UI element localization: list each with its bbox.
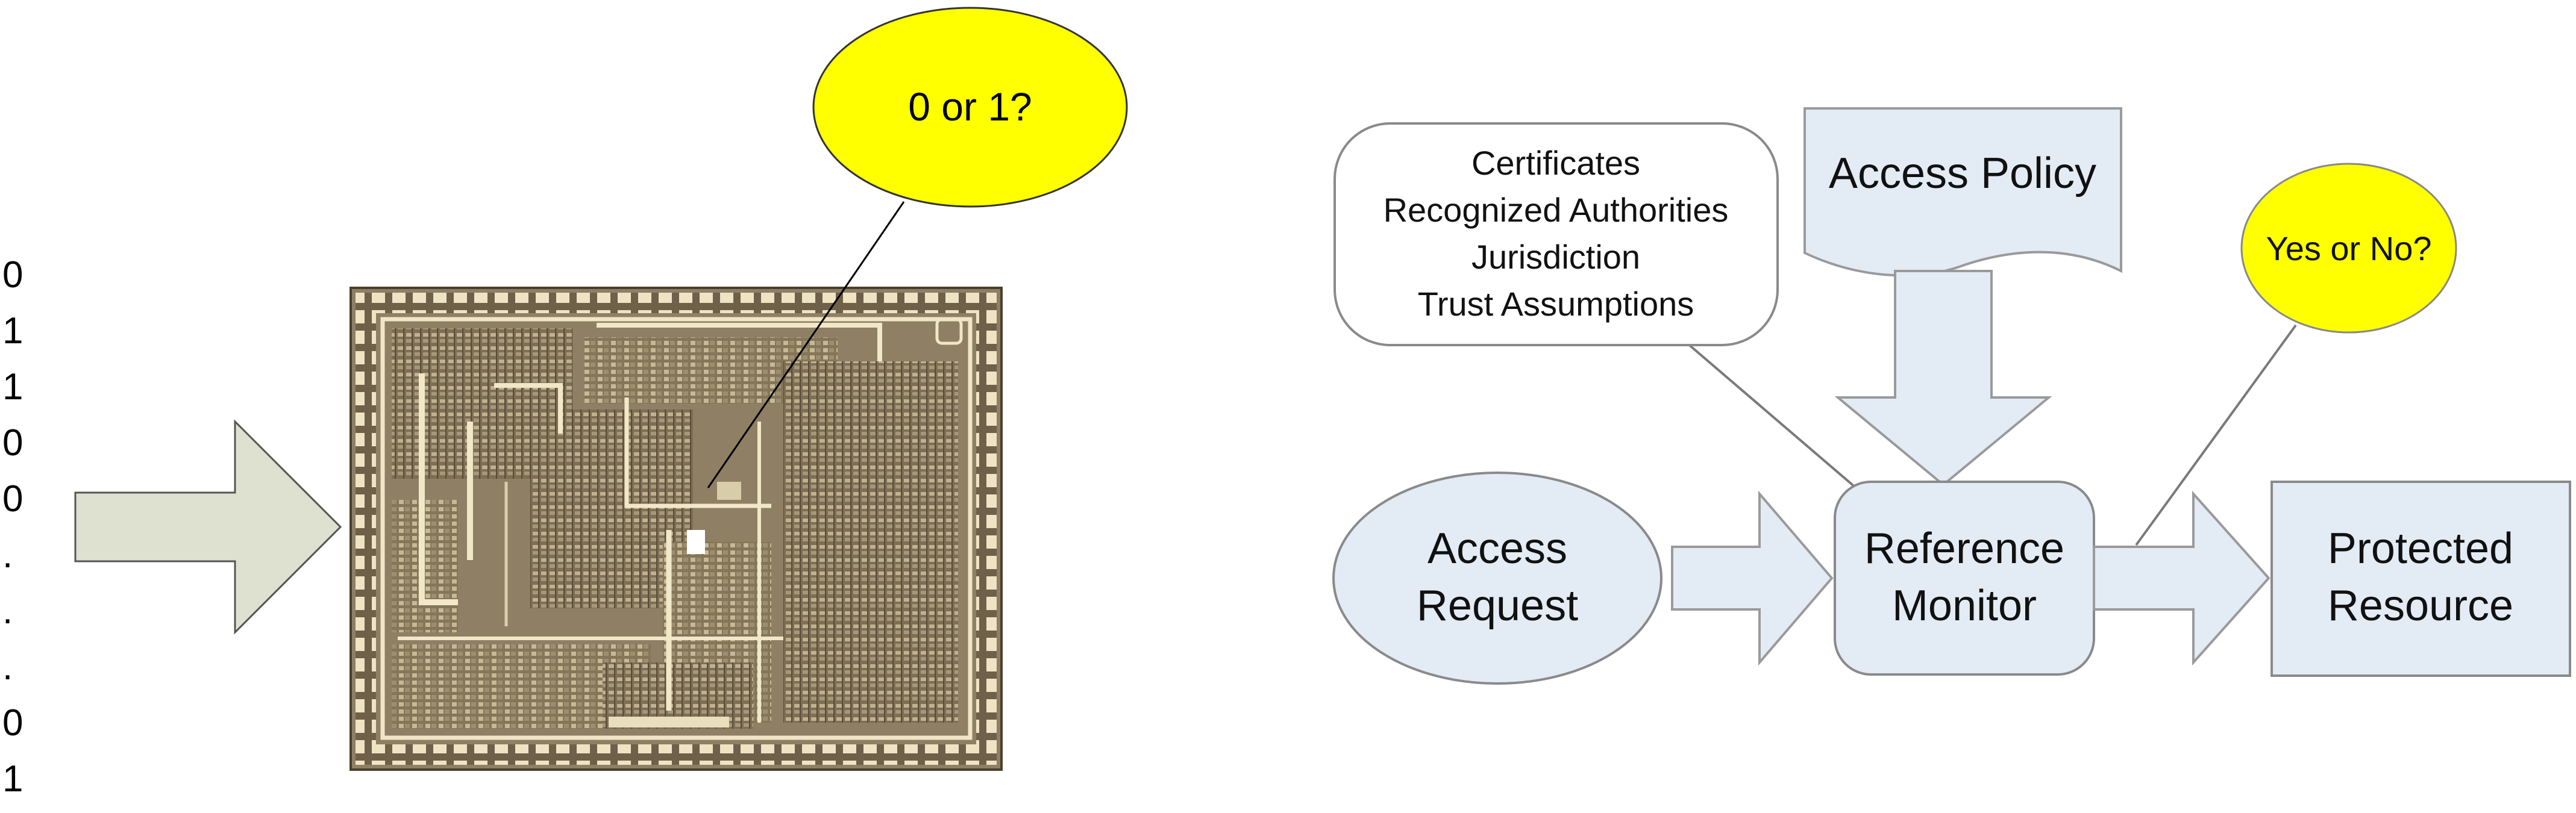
bit: 0 xyxy=(2,254,24,296)
access-request-label: Access xyxy=(1427,525,1567,573)
request-to-monitor-arrow xyxy=(1671,490,1834,666)
policy-to-monitor-arrow xyxy=(1834,270,2052,487)
bit-question-text: 0 or 1? xyxy=(908,84,1032,129)
reference-monitor-label: Reference xyxy=(1864,525,2064,573)
credentials-line: Jurisdiction xyxy=(1471,238,1640,276)
bit-question-callout xyxy=(812,7,1128,208)
decision-connector xyxy=(2135,324,2297,546)
access-policy-label: Access Policy xyxy=(1829,149,2096,198)
bit: 0 xyxy=(2,422,24,464)
bit: 0 xyxy=(2,702,24,744)
access-request-label: Request xyxy=(1417,582,1578,630)
credentials-line: Recognized Authorities xyxy=(1384,191,1729,229)
chip-die-image xyxy=(349,287,1003,771)
decision-text: Yes or No? xyxy=(2266,229,2432,267)
input-arrow-icon xyxy=(74,419,342,635)
bit-stream: 0 1 1 0 0 . . . 0 1 xyxy=(0,247,36,807)
bit: 1 xyxy=(2,310,24,352)
bit-ellipsis: . xyxy=(2,534,13,576)
bit: 1 xyxy=(2,758,24,800)
access-policy-document xyxy=(1804,107,2122,277)
monitor-to-resource-arrow xyxy=(2093,490,2270,666)
protected-resource-label: Protected xyxy=(2328,525,2513,573)
bit-ellipsis: . xyxy=(2,646,13,688)
credentials-line: Certificates xyxy=(1471,144,1640,182)
bit: 1 xyxy=(2,366,24,408)
reference-monitor-label: Monitor xyxy=(1892,582,2037,630)
protected-resource-label: Resource xyxy=(2328,582,2513,630)
reference-monitor-node xyxy=(1834,481,2095,676)
callout-pointer xyxy=(707,201,905,488)
credentials-line: Trust Assumptions xyxy=(1418,285,1694,323)
access-request-node xyxy=(1332,472,1662,685)
decision-callout xyxy=(2240,163,2457,334)
protected-resource-node xyxy=(2270,481,2571,677)
bit: 0 xyxy=(2,478,24,520)
credentials-box xyxy=(1333,122,1779,346)
bit-ellipsis: . xyxy=(2,590,13,632)
credentials-connector xyxy=(1686,342,1857,489)
